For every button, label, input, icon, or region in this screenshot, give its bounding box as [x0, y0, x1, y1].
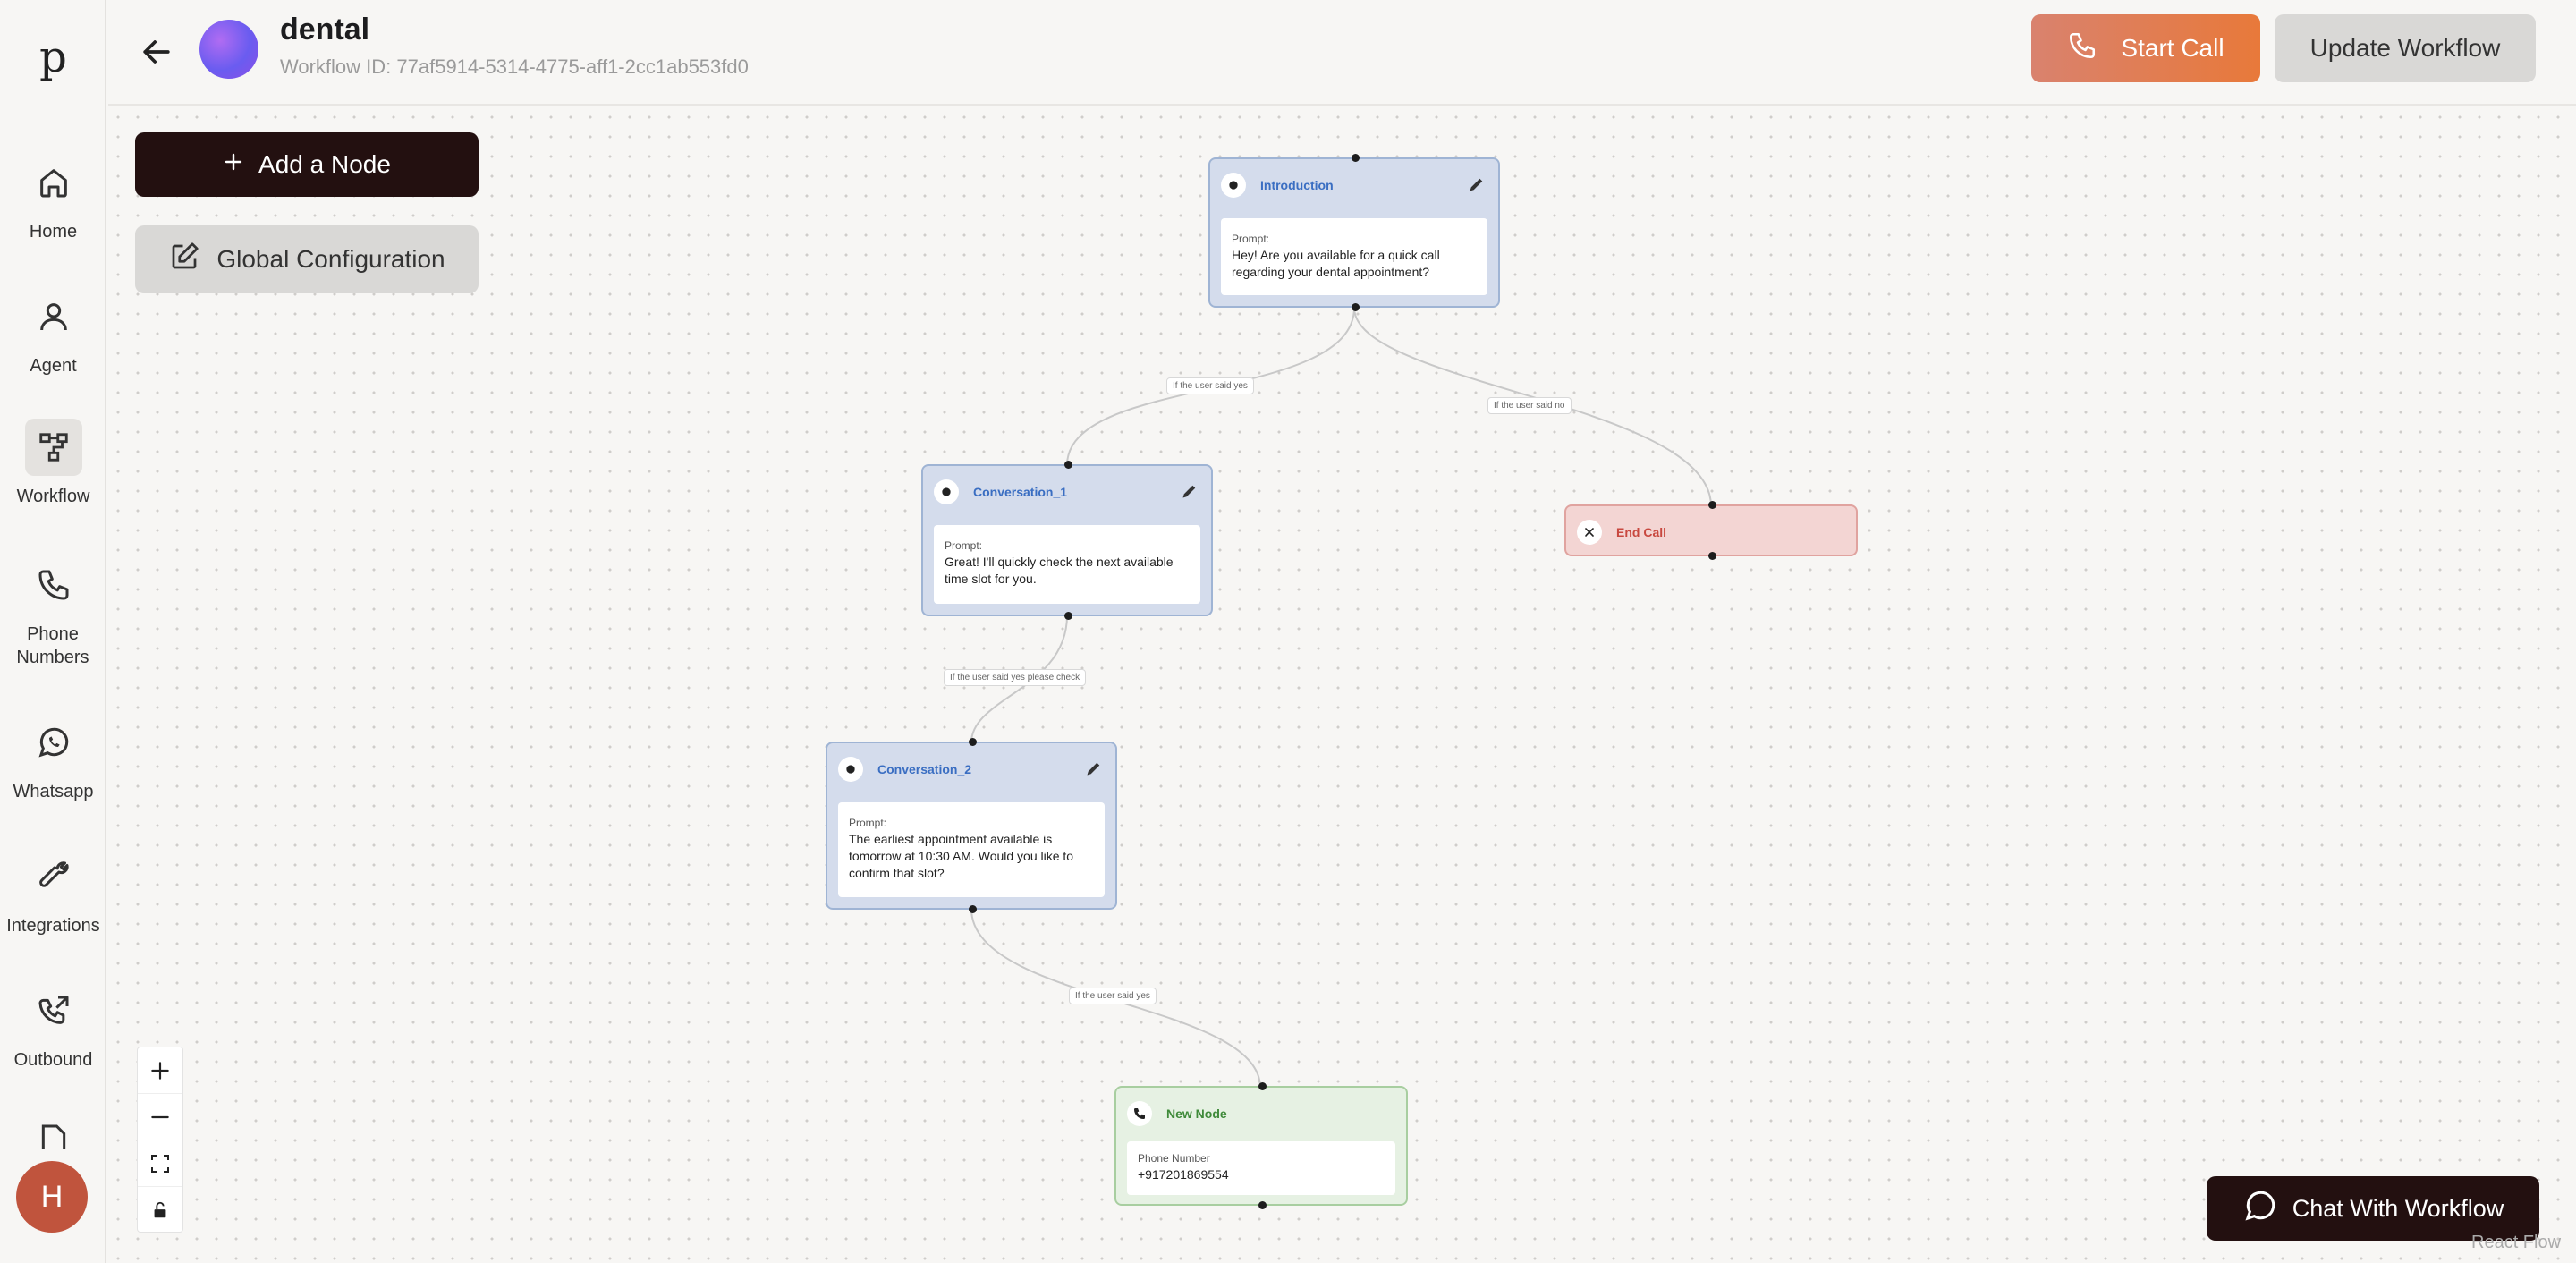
node-handle-bottom[interactable]	[969, 905, 977, 913]
back-arrow-icon[interactable]	[137, 32, 176, 72]
prompt-label: Prompt:	[945, 539, 983, 552]
workflow-avatar	[199, 20, 258, 79]
workflow-canvas[interactable]: Add a Node Global Configuration If the u…	[108, 107, 2576, 1263]
node-handle-top[interactable]	[1708, 501, 1716, 509]
phone-icon	[25, 556, 82, 614]
node-conversation-2[interactable]: Conversation_2 Prompt: The earliest appo…	[826, 738, 1117, 913]
pencil-icon[interactable]	[1085, 759, 1105, 779]
workflow-id: Workflow ID: 77af5914-5314-4775-aff1-2cc…	[280, 55, 749, 78]
node-handle-top[interactable]	[1064, 461, 1072, 469]
chat-icon	[2242, 1188, 2278, 1230]
global-configuration-button[interactable]: Global Configuration	[135, 225, 479, 293]
sidebar-item-agent[interactable]: Agent	[0, 288, 106, 377]
user-icon	[25, 288, 82, 345]
node-introduction[interactable]: Introduction Prompt: Hey! Are you availa…	[1208, 154, 1500, 311]
sidebar-item-label: Outbound	[13, 1050, 93, 1070]
sidebar-item-label: Agent	[30, 356, 77, 376]
edge-label[interactable]: If the user said yes	[1166, 377, 1254, 394]
edge-label[interactable]: If the user said yes	[1069, 988, 1157, 1004]
update-workflow-button[interactable]: Update Workflow	[2275, 14, 2536, 82]
chat-with-workflow-button[interactable]: Chat With Workflow	[2207, 1176, 2539, 1241]
wrench-icon	[25, 848, 82, 905]
chat-with-workflow-label: Chat With Workflow	[2292, 1194, 2504, 1222]
react-flow-attribution[interactable]: React Flow	[2471, 1233, 2562, 1252]
global-configuration-label: Global Configuration	[216, 245, 445, 273]
start-call-label: Start Call	[2121, 34, 2224, 62]
node-new-node[interactable]: New Node Phone Number +917201869554	[1114, 1082, 1408, 1209]
add-node-label: Add a Node	[258, 150, 391, 178]
node-title: New Node	[1166, 1106, 1227, 1121]
document-icon[interactable]	[36, 1122, 72, 1149]
edge-label[interactable]: If the user said yes please check	[944, 669, 1087, 686]
node-title: Introduction	[1260, 178, 1334, 192]
zoom-out-button[interactable]	[138, 1094, 182, 1140]
outbound-call-icon	[25, 982, 82, 1039]
phone-number-value: +917201869554	[1138, 1167, 1229, 1182]
fit-view-button[interactable]	[138, 1140, 182, 1187]
node-conversation-1[interactable]: Conversation_1 Prompt: Great! I'll quick…	[921, 461, 1213, 620]
edit-icon	[168, 241, 200, 279]
page-title: dental	[280, 13, 370, 47]
sidebar-item-whatsapp[interactable]: Whatsapp	[0, 714, 106, 803]
node-handle-bottom[interactable]	[1708, 552, 1716, 560]
sidebar-item-label: Phone Numbers	[16, 624, 89, 667]
header: dental Workflow ID: 77af5914-5314-4775-a…	[108, 0, 2576, 106]
node-title: End Call	[1616, 525, 1667, 539]
edge-intro-endcall[interactable]	[1353, 307, 1712, 507]
node-end-call[interactable]: End Call	[1564, 501, 1858, 560]
bot-icon	[838, 757, 863, 782]
sidebar-item-phone-numbers[interactable]: Phone Numbers	[0, 556, 106, 669]
home-icon	[25, 154, 82, 211]
sidebar-item-outbound[interactable]: Outbound	[0, 982, 106, 1072]
phone-icon	[1127, 1101, 1152, 1126]
sidebar-item-label: Home	[29, 222, 78, 242]
sidebar-item-label: Whatsapp	[13, 782, 94, 801]
sidebar-item-integrations[interactable]: Integrations	[0, 848, 106, 937]
sidebar: p Home Agent Workflow Phone Numbers What…	[0, 0, 106, 1263]
prompt-text: Great! I'll quickly check the next avail…	[945, 555, 1174, 586]
prompt-label: Prompt:	[849, 817, 887, 829]
pencil-icon[interactable]	[1181, 482, 1200, 502]
workflow-icon	[24, 419, 82, 476]
hang-up-icon	[1577, 520, 1602, 545]
prompt-text: The earliest appointment available is to…	[849, 832, 1074, 880]
phone-icon	[2067, 30, 2097, 67]
node-handle-bottom[interactable]	[1352, 303, 1360, 311]
node-handle-bottom[interactable]	[1064, 612, 1072, 620]
sidebar-item-label: Workflow	[16, 487, 90, 506]
whatsapp-icon	[25, 714, 82, 771]
phone-number-label: Phone Number	[1138, 1152, 1210, 1165]
prompt-label: Prompt:	[1232, 233, 1270, 245]
edge-label[interactable]: If the user said no	[1487, 397, 1572, 414]
zoom-controls	[137, 1047, 183, 1233]
bot-icon	[1221, 173, 1246, 198]
app-logo[interactable]: p	[39, 32, 67, 82]
lock-button[interactable]	[138, 1187, 182, 1233]
start-call-button[interactable]: Start Call	[2031, 14, 2260, 82]
sidebar-item-workflow[interactable]: Workflow	[0, 419, 106, 508]
edge-conv1-conv2[interactable]	[970, 615, 1068, 743]
add-node-button[interactable]: Add a Node	[135, 132, 479, 197]
node-handle-bottom[interactable]	[1258, 1201, 1267, 1209]
prompt-text: Hey! Are you available for a quick call …	[1232, 248, 1440, 279]
sidebar-item-label: Integrations	[6, 916, 100, 936]
sidebar-item-home[interactable]: Home	[0, 154, 106, 243]
bot-icon	[934, 479, 959, 504]
node-handle-top[interactable]	[1352, 154, 1360, 162]
plus-icon	[223, 150, 244, 179]
node-handle-top[interactable]	[969, 738, 977, 746]
node-title: Conversation_1	[973, 485, 1068, 499]
zoom-in-button[interactable]	[138, 1047, 182, 1094]
pencil-icon[interactable]	[1468, 175, 1487, 195]
user-avatar[interactable]: H	[16, 1161, 88, 1233]
node-title: Conversation_2	[877, 762, 972, 776]
node-handle-top[interactable]	[1258, 1082, 1267, 1090]
